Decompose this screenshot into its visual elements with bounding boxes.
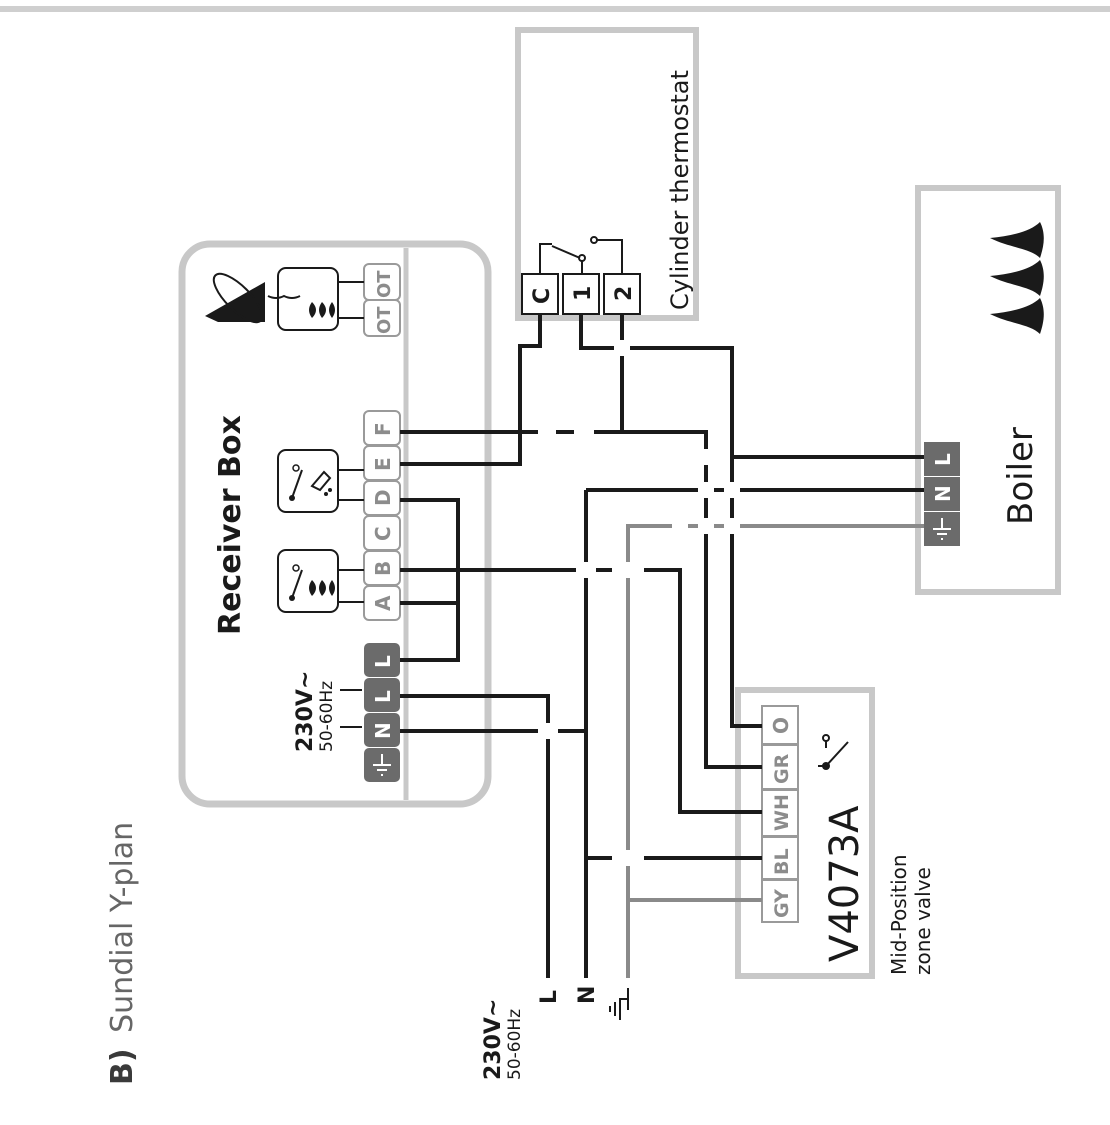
section-title: B) Sundial Y-plan [105,822,140,1085]
receiver-terminal-b: B [363,550,401,586]
receiver-terminal-f: F [363,410,401,446]
svg-text:BL: BL [771,848,793,875]
svg-text:L: L [371,690,395,703]
receiver-terminal-c: C [363,515,401,551]
section-name: Sundial Y-plan [105,822,140,1033]
receiver-terminal-ot1: OT [363,299,401,337]
receiver-terminal-n: N [364,713,400,747]
top-rule [0,6,1110,12]
boiler-terminal-l: L [924,442,960,476]
mains-voltage: 230V~ [481,999,506,1080]
honeywell-logo-icon [205,272,265,324]
valve-terminal-bl: BL [761,836,799,880]
svg-text:OT: OT [374,270,395,298]
wire-l-to-d [400,498,460,662]
boiler-title: Boiler [1001,427,1041,525]
hot-water-relay-icon [277,449,364,513]
svg-text:B: B [371,561,395,576]
svg-text:F: F [371,422,395,436]
svg-text:2: 2 [612,286,637,301]
mains-supply: 230V~ 50-60Hz L N [481,986,629,1080]
receiver-terminal-d: D [363,480,401,516]
zone-valve-subtitle-2: zone valve [911,867,935,975]
receiver-box-title: Receiver Box [213,415,248,635]
wire-b-to-wh [400,568,762,814]
receiver-supply-voltage: 230V~ [293,671,318,752]
zone-valve-frame [735,687,875,979]
receiver-terminal-earth [364,748,400,782]
receiver-box-frame [178,240,492,808]
svg-text:N: N [371,722,395,739]
zone-valve: V4073A Mid-Position zone valve O GR WH B… [735,687,935,979]
valve-terminal-wh: WH [761,789,799,837]
svg-text:E: E [371,457,395,471]
receiver-terminal-ot2: OT [363,263,401,301]
receiver-terminal-l1: L [364,678,400,712]
cylinder-thermostat-title: Cylinder thermostat [666,70,694,310]
wire-e-to-c [400,314,542,466]
mains-label-n: N [575,986,600,1004]
valve-terminal-gr: GR [761,744,799,790]
wire-earth [626,524,924,978]
svg-text:O: O [769,717,793,734]
zone-valve-switch-icon [818,734,849,770]
section-letter: B) [105,1048,140,1085]
svg-text:D: D [371,489,395,506]
svg-text:L: L [371,655,395,668]
wire-crossing-gaps [538,340,740,866]
mains-label-l: L [537,990,562,1004]
boiler-frame [915,185,1061,595]
receiver-terminal-l2: L [364,643,400,677]
boiler: Boiler L N [915,185,1061,595]
svg-text:GY: GY [771,889,793,918]
receiver-supply-frequency: 50-60Hz [317,681,337,752]
svg-text:A: A [371,595,395,611]
thermostat-terminal-1: 1 [562,273,600,315]
thermostat-terminal-c: C [521,273,559,315]
cylinder-thermostat: Cylinder thermostat C 1 2 [515,27,699,321]
receiver-terminal-a: A [363,585,401,621]
svg-text:C: C [530,288,555,304]
mains-earth-icon [609,988,629,1020]
wire-1-to-o [579,314,762,728]
svg-text:N: N [931,485,955,502]
flame-icon [990,222,1044,334]
valve-terminal-o: O [761,705,799,745]
svg-text:C: C [371,526,395,541]
thermostat-switch-icon [539,236,623,274]
svg-text:WH: WH [771,794,793,831]
zone-valve-subtitle-1: Mid-Position [887,854,911,975]
opentherm-icon [267,267,364,331]
boiler-terminal-earth [924,512,960,546]
svg-text:1: 1 [571,286,596,301]
zone-valve-model: V4073A [822,805,868,962]
boiler-terminal-n: N [924,477,960,511]
receiver-box: Receiver Box 230V~ 50-60Hz N L [178,240,492,808]
mains-frequency: 50-60Hz [505,1009,525,1080]
svg-text:OT: OT [374,306,395,334]
svg-text:L: L [931,453,955,466]
cylinder-thermostat-frame [515,27,699,321]
valve-terminal-gy: GY [761,879,799,923]
heating-relay-icon [277,549,364,613]
wire-mains-l [400,694,550,978]
svg-text:GR: GR [771,753,793,784]
receiver-terminal-e: E [363,445,401,481]
thermostat-terminal-2: 2 [603,273,641,315]
